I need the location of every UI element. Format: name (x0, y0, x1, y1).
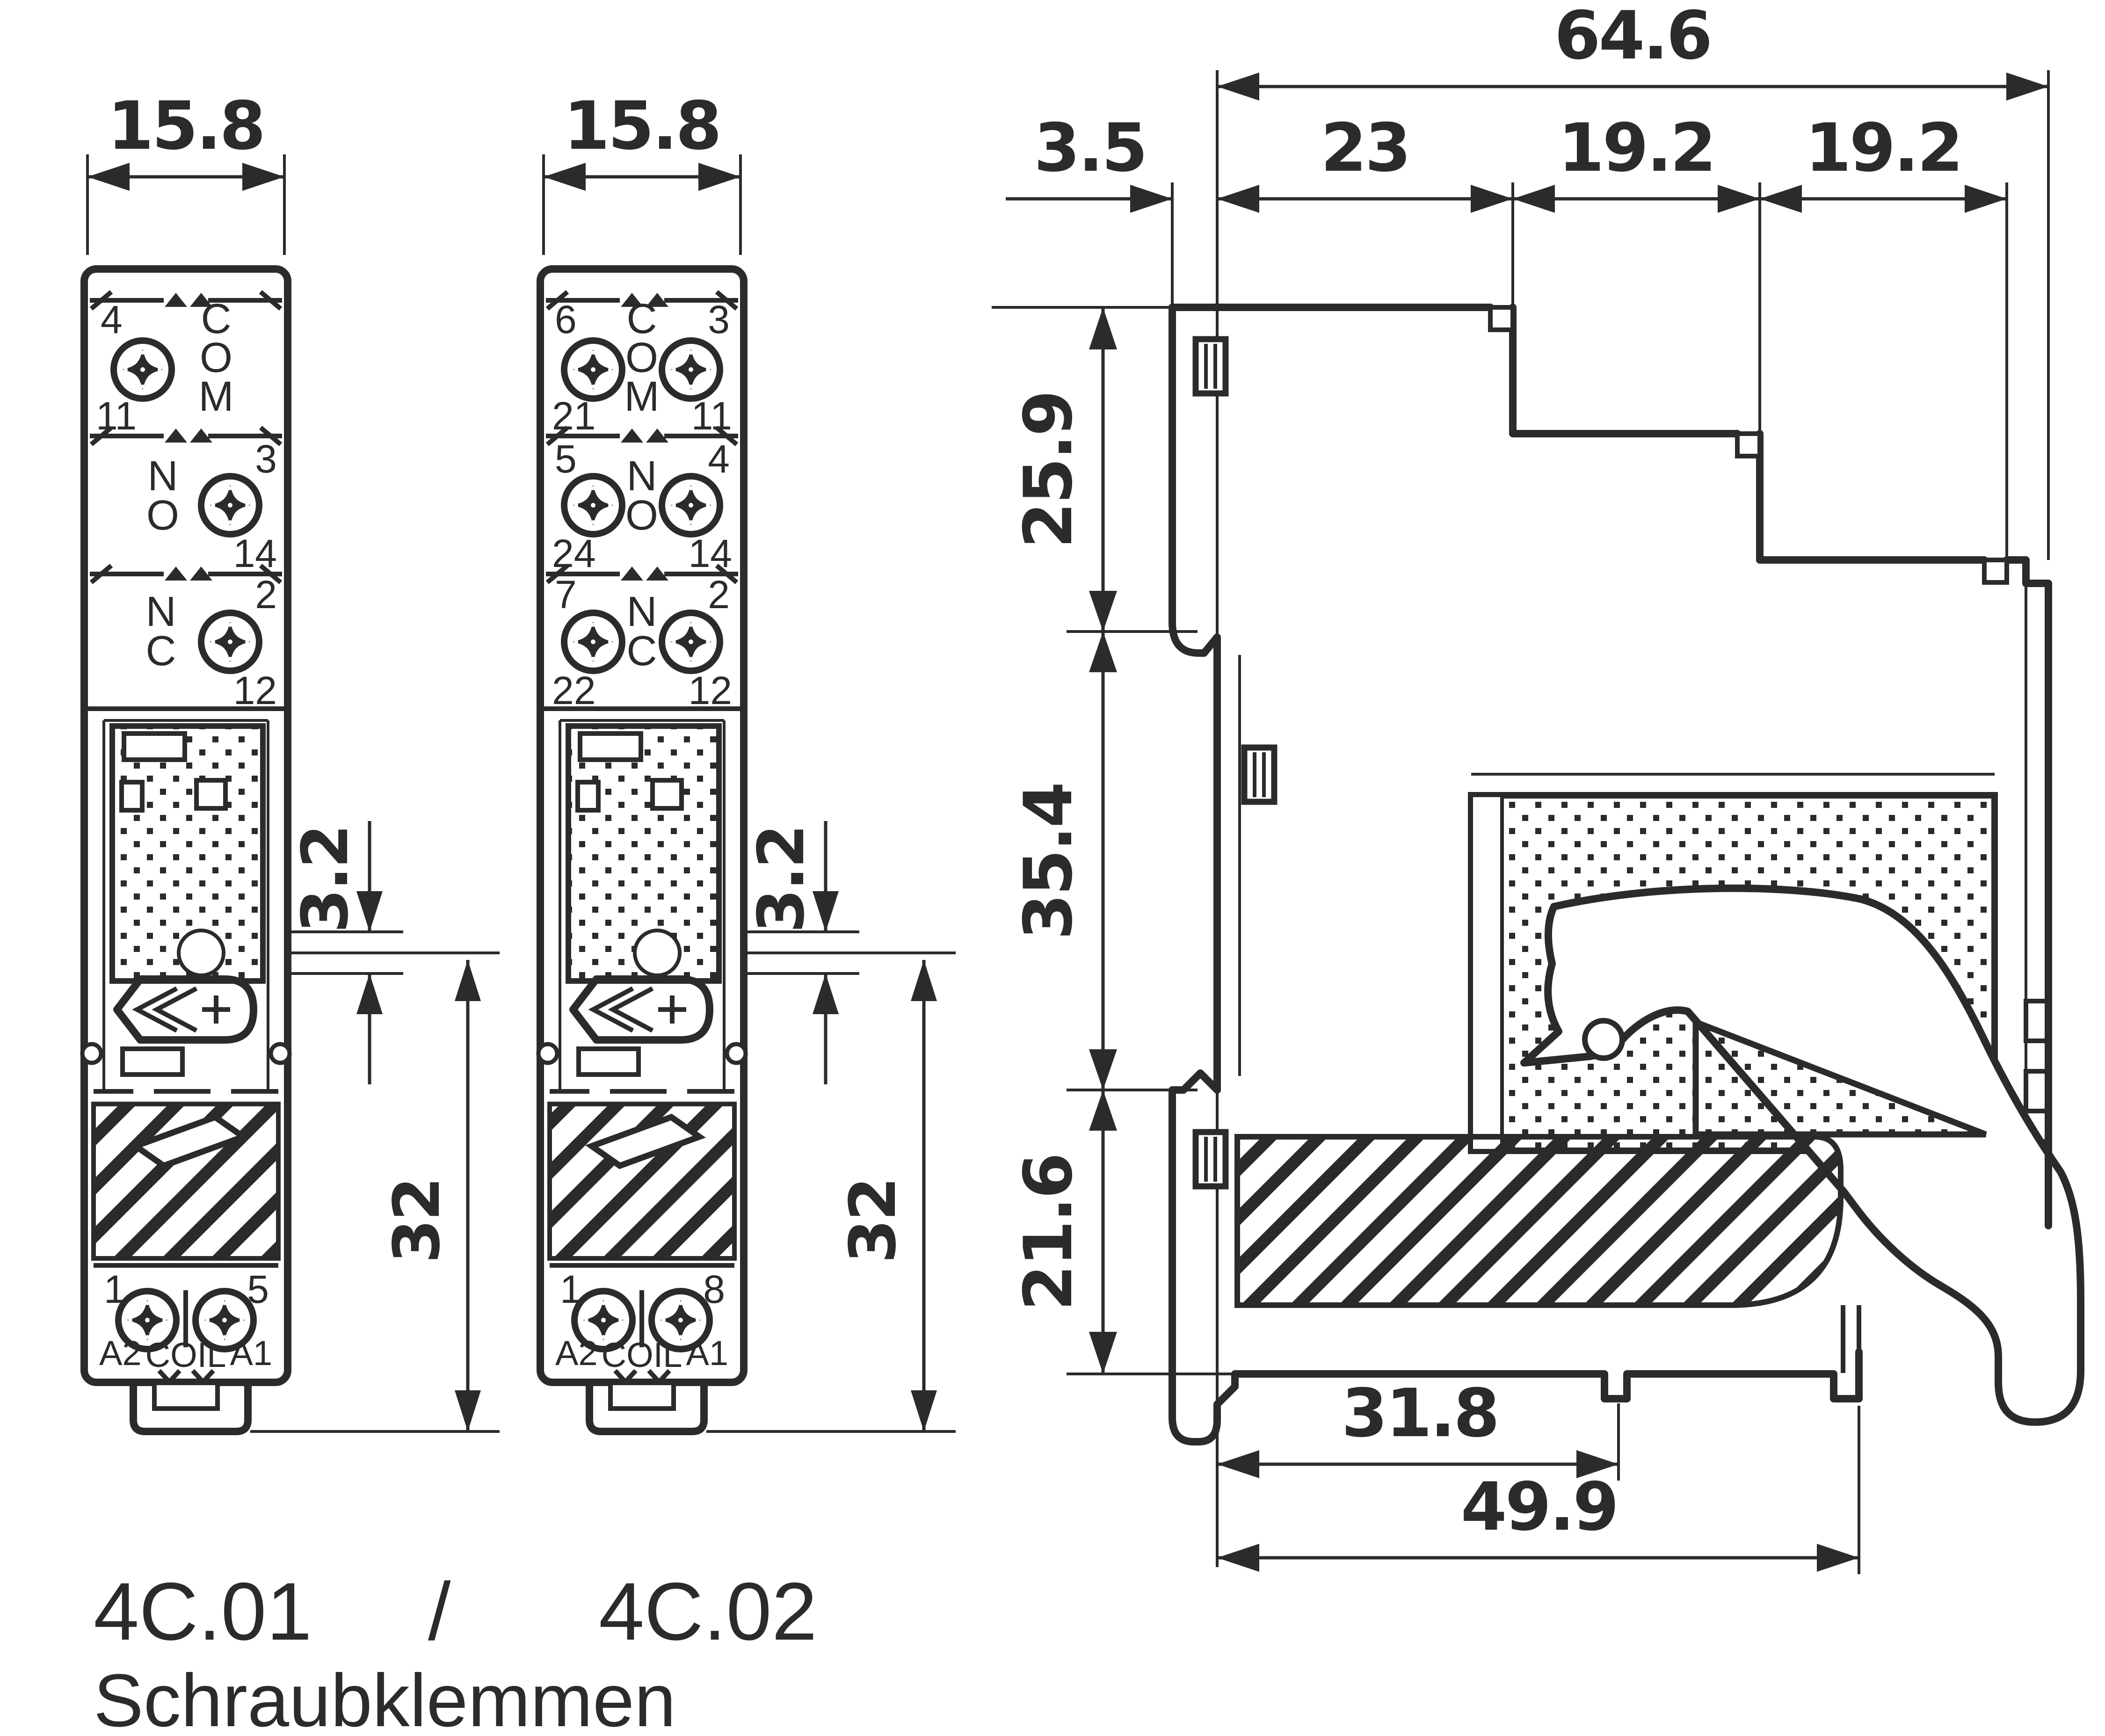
terminal-number: 3 (708, 298, 730, 341)
dim-foot-near: 31.8 (1342, 1375, 1498, 1452)
dim-seg1: 23 (1321, 109, 1409, 187)
terminal-number: 6 (555, 298, 577, 341)
caption: 4C.01 / 4C.02 Schraubklemmen (94, 1566, 817, 1736)
terminal-number: 2 (708, 573, 730, 617)
dim-hole-a: 3.2 (289, 826, 363, 933)
terminal-number: 11 (691, 394, 732, 438)
dim-height-a: 32 (380, 1178, 454, 1263)
terminal-number: 22 (552, 668, 595, 712)
lever-pivot (1582, 1018, 1625, 1061)
model-number-left: 4C.01 (94, 1566, 312, 1657)
contact-letter: O (200, 334, 232, 381)
terminal-number: 24 (552, 531, 595, 575)
dim-height-mid: 35.4 (1010, 784, 1087, 940)
contact-letter: N (627, 453, 657, 500)
terminal-number: 4 (708, 437, 730, 481)
contact-letter: C (201, 296, 232, 342)
dim-width-b: 15.8 (564, 87, 720, 165)
dim-width-a: 15.8 (108, 87, 264, 165)
contact-letter: M (624, 373, 660, 420)
contact-letter: N (146, 588, 176, 635)
terminal-number: 4 (101, 298, 123, 341)
caption-subtitle: Schraubklemmen (94, 1658, 676, 1736)
contact-letter: C (627, 628, 657, 675)
contact-letter: O (146, 492, 179, 539)
terminal-number: 7 (555, 573, 577, 617)
contact-letter: C (146, 628, 176, 675)
dim-offset: 3.5 (1034, 109, 1146, 187)
terminal-number: 11 (96, 394, 137, 438)
model-separator: / (428, 1566, 451, 1657)
contact-letter: O (625, 492, 658, 539)
coil-terminal-label: A2 (555, 1334, 598, 1373)
terminal-number: 3 (255, 437, 277, 481)
coil-label: COIL (145, 1336, 226, 1374)
dim-foot-far: 49.9 (1461, 1468, 1617, 1546)
contact-letter: N (148, 453, 178, 500)
coil-terminal-label: A1 (686, 1334, 728, 1373)
terminal-number: 12 (233, 668, 277, 712)
dim-height-bot: 21.6 (1010, 1155, 1087, 1311)
dim-hole-b: 3.2 (745, 826, 819, 933)
terminal-number: 14 (233, 531, 277, 575)
coil-terminal-label: A2 (99, 1334, 142, 1373)
terminal-number: 14 (689, 531, 732, 575)
din-rail-section (1234, 1134, 1844, 1308)
dim-seg3: 19.2 (1805, 109, 1961, 187)
contact-letter: C (627, 296, 657, 342)
dim-total-width: 64.6 (1554, 0, 1711, 74)
terminal-number: 2 (255, 573, 277, 617)
contact-letter: O (625, 334, 658, 381)
terminal-number: 12 (689, 668, 732, 712)
front-view-4c02: 15.8 6 21 C O M 3 11 5 24 N O 4 14 7 22 … (536, 87, 956, 1435)
dim-height-b: 32 (836, 1178, 910, 1263)
contact-letter: N (627, 588, 657, 635)
model-number-right: 4C.02 (599, 1566, 817, 1657)
coil-terminal-label: A1 (230, 1334, 272, 1373)
contact-letter: M (199, 373, 234, 420)
coil-label: COIL (602, 1336, 682, 1374)
dim-height-top: 25.9 (1010, 392, 1087, 548)
side-view: 64.6 3.5 23 19.2 19.2 25.9 35.4 21.6 (992, 0, 2084, 1574)
terminal-number: 5 (555, 437, 577, 481)
front-view-4c01: 15.8 4 11 C O M N O 3 14 N C 2 12 1 5 (80, 87, 500, 1435)
dim-seg2: 19.2 (1558, 109, 1714, 187)
